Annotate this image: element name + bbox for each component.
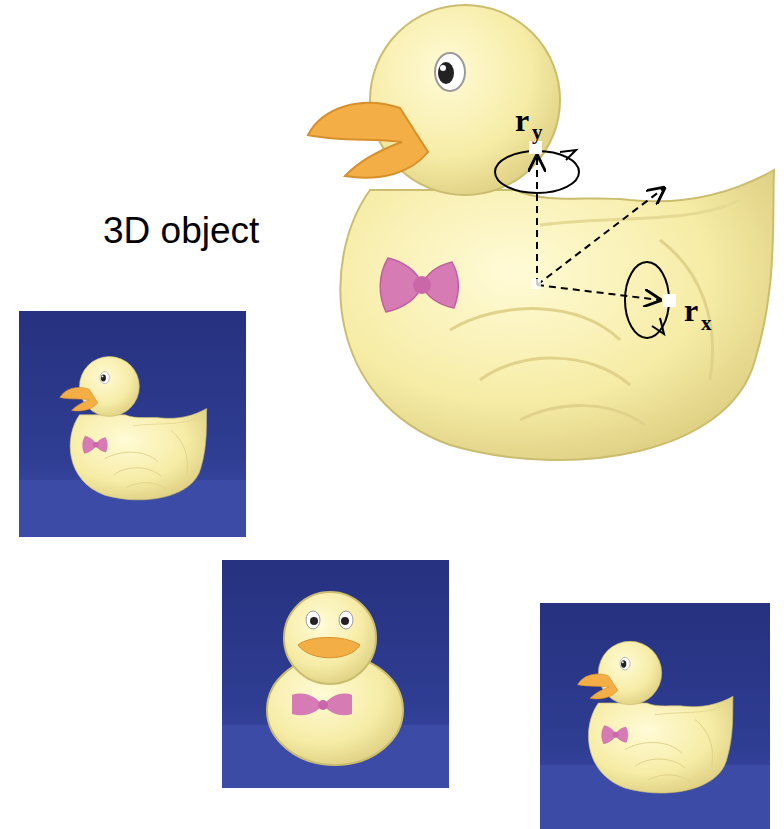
rotation-axis-label: r [515,104,529,136]
axis-subscript: y [532,122,543,143]
rotation-axis-label: r [684,294,698,326]
axis-subscript: x [701,313,712,334]
object-caption: 3D object [103,212,259,249]
